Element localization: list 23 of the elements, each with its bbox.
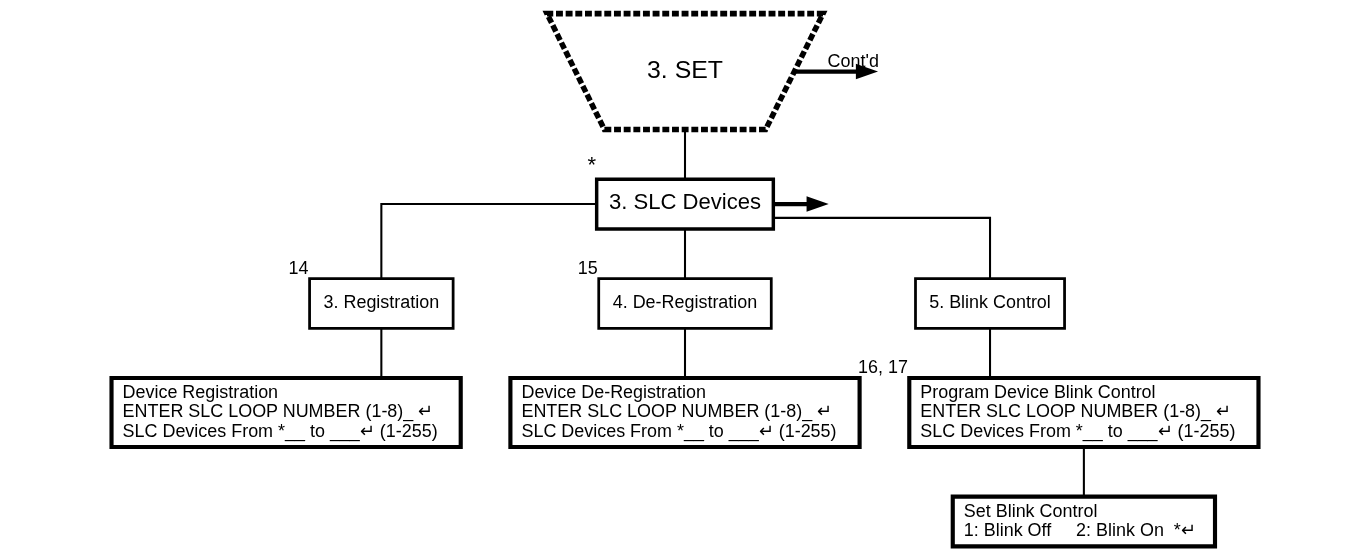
connector (989, 328, 992, 378)
node-box: 3. Registration (308, 277, 455, 330)
node-box: 5. Blink Control (914, 277, 1066, 330)
node-box: Program Device Blink Control ENTER SLC LOOP NUMBER (1-8)_ ↵ SLC Devices From *__ to ___↵ (1-255) (907, 375, 1261, 450)
arrow (794, 63, 879, 80)
node-label: 15 (577, 257, 598, 278)
connector (1082, 447, 1085, 497)
node-box: Set Blink Control 1: Blink Off 2: Blink On *↵ (950, 494, 1218, 549)
node-label: * (587, 152, 597, 178)
node-box: Device Registration ENTER SLC LOOP NUMBER (1-8)_ ↵ SLC Devices From *__ to ___↵ (1-255) (109, 375, 463, 450)
connector (380, 203, 597, 279)
connector (380, 328, 383, 378)
connector (683, 129, 687, 179)
node-label: 14 (288, 257, 309, 278)
connector (683, 328, 687, 378)
node-box: 3. SLC Devices (594, 177, 776, 231)
connector (773, 216, 992, 279)
node-box: 4. De-Registration (597, 277, 773, 330)
connector (683, 229, 687, 279)
edge-label: Cont'd (827, 50, 879, 71)
node-box: Device De-Registration ENTER SLC LOOP NUMBER (1-8)_ ↵ SLC Devices From *__ to ___↵ (1-255) (508, 375, 862, 450)
arrow (773, 196, 829, 212)
node-label: 16, 17 (858, 357, 908, 378)
